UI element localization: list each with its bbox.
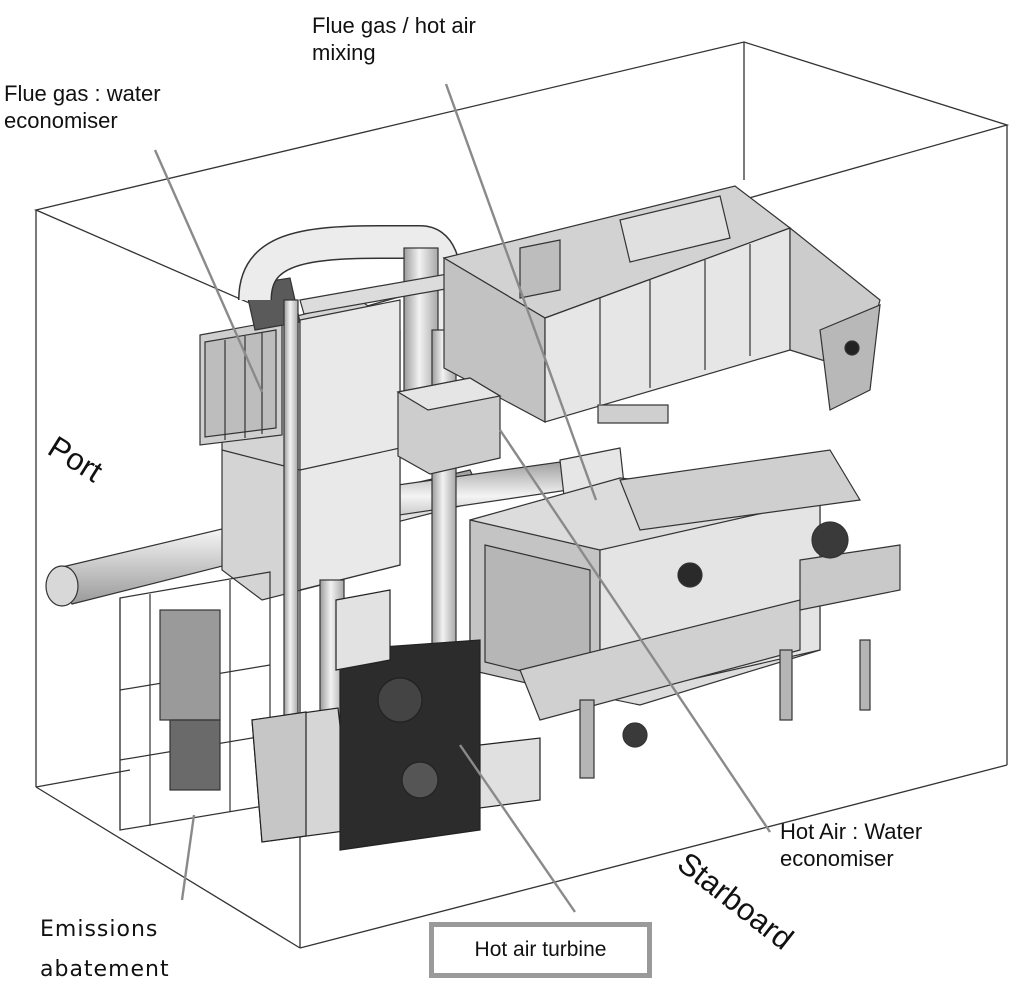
- label-flue-gas-water-economiser: Flue gas : water economiser: [4, 80, 161, 134]
- emissions-frame: [119, 571, 271, 831]
- leader-hot-air-water: [499, 429, 771, 833]
- leader-turbine: [459, 744, 576, 913]
- label-hot-air-water-economiser: Hot Air : Water economiser: [780, 818, 922, 872]
- label-line: Emissions: [40, 917, 159, 942]
- leader-lines: [153, 83, 771, 913]
- lower-unit: [469, 449, 901, 779]
- main-tank: [442, 185, 881, 424]
- flue-gas-column: [199, 277, 401, 601]
- label-hot-air-turbine: Hot air turbine: [429, 922, 652, 978]
- leader-flue-gas-water: [153, 149, 264, 393]
- leader-emissions: [180, 814, 196, 901]
- label-emissions-abatement: Emissions abatement: [40, 910, 170, 990]
- label-line: mixing: [312, 40, 376, 65]
- label-flue-gas-hot-air-mixing: Flue gas / hot air mixing: [312, 12, 476, 66]
- leader-mixing: [444, 83, 598, 501]
- label-line: abatement: [40, 957, 170, 982]
- label-line: economiser: [780, 846, 894, 871]
- label-line: economiser: [4, 108, 118, 133]
- label-line: Hot Air : Water: [780, 819, 923, 844]
- turbine-machinery: [251, 589, 541, 851]
- label-line: Flue gas : water: [4, 81, 161, 106]
- label-line: Flue gas / hot air: [312, 13, 476, 38]
